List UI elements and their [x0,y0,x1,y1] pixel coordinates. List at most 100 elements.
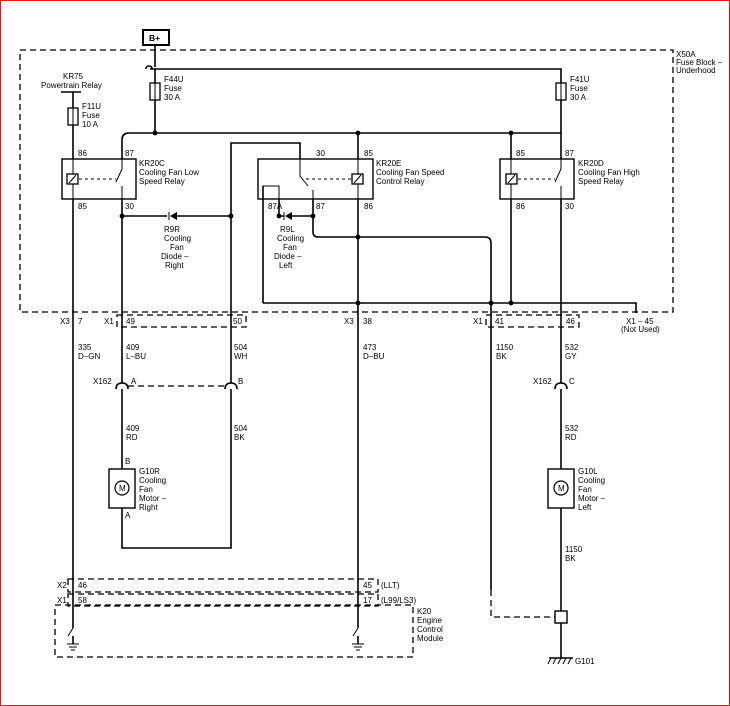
relay-desc: Cooling Fan Speed [376,168,445,177]
wire-circuit: 532 [565,424,579,433]
connector-pin: 41 [495,317,504,326]
relay-name: KR20C [139,159,165,168]
diode-desc: Cooling [164,234,191,243]
fuse-name: F44U [164,75,184,84]
motor-desc: Cooling [139,476,166,485]
wire-color: RD [565,433,577,442]
relay-pin: 85 [516,149,525,158]
wire-color: BK [234,433,245,442]
ecm-desc: Engine [417,616,442,625]
relay-pin: 30 [565,202,574,211]
ecm-desc: Control [417,625,443,634]
wire-circuit: 409 [126,343,140,352]
relay-kr20e: 30 85 87A 87 86 KR20E Cooling Fan Speed … [257,149,445,211]
wire-circuit: 1150 [496,343,514,352]
relay-desc: Cooling Fan Low [139,168,199,177]
relay-pin: 85 [364,149,373,158]
fuse-rating: 30 A [164,93,181,102]
relay-pin: 87 [316,202,325,211]
fuse-block-name: X50A [676,50,696,59]
fuse-name: F11U [82,102,101,111]
ground-icon [547,657,572,665]
motor-desc: Motor – [139,494,167,503]
relay-name: KR20D [578,159,604,168]
splice-dot [228,213,234,219]
fuse-rating: 30 A [570,93,587,102]
relay-name: KR20E [376,159,401,168]
relay-pin: 86 [364,202,373,211]
ecm-driver-left [67,627,79,651]
relay-87-feed-wire [121,132,155,159]
connector-pin: 46 [566,317,575,326]
motor-name: G10L [578,467,598,476]
ground-name: G101 [575,657,595,666]
powertrain-relay-desc: Powertrain Relay [41,81,102,90]
diode-desc: Fan [283,243,297,252]
wire-color: WH [234,352,248,361]
motor-g10l: M G10L Cooling Fan Motor – Left [547,467,606,512]
relay-pin: 87A [268,202,283,211]
connector-note: (L99/LS3) [381,596,416,605]
connector-pin: 45 [363,581,372,590]
fuse-block-outline [19,49,674,313]
ecm-connector-x2 [67,578,379,593]
diode-desc: Fan [170,243,184,252]
ecm-desc: Module [417,634,444,643]
motor-desc: Left [578,503,592,512]
wire-circuit: 473 [363,343,377,352]
ecm-driver-right [352,627,364,651]
motor-name: G10R [139,467,160,476]
splice-dot [355,300,361,306]
motor-desc: Right [139,503,158,512]
connector-x162-a [115,382,129,390]
supply-bus-wire [150,68,562,83]
fuse-block-desc: Fuse Block – [676,58,723,67]
relay-pin: 30 [125,202,134,211]
wire-circuit: 504 [234,424,248,433]
connector-x1-49-50 [116,314,247,328]
connector-pin: 38 [363,317,372,326]
relay-kr20d: 85 87 86 30 KR20D Cooling Fan High Speed… [499,149,640,211]
wire-circuit: 1150 [565,545,583,554]
motor-desc: Fan [578,485,592,494]
connector-name: X1 [473,317,483,326]
connector-note: (LLT) [381,581,400,590]
connector-note: (Not Used) [621,325,660,334]
connector-pin: 17 [363,596,372,605]
connector-name: X162 [93,377,112,386]
connector-name: X1 [104,317,114,326]
diode-desc: Diode – [274,252,302,261]
connector-name: X2 [57,581,67,590]
motor-g10r: M B A G10R Cooling Fan Motor – Right [108,457,167,520]
connector-pin: 49 [126,317,135,326]
connector-pin: 7 [78,317,83,326]
relay-pin: 87 [125,149,134,158]
diode-r9r: R9R Cooling Fan Diode – Right [161,212,191,270]
relay-pin: 86 [78,149,87,158]
splice-symbol [145,65,153,70]
connector-x162-b [224,382,238,390]
relay-kr20c: 86 87 85 30 KR20C Cooling Fan Low Speed … [61,149,199,211]
diode-desc: Left [279,261,293,270]
wire-color: GY [565,352,577,361]
ground-bus-wire [263,302,637,313]
diode-r9l: R9L Cooling Fan Diode – Left [274,212,304,270]
battery-supply-label: B+ [149,33,160,43]
connector-pin: 58 [78,596,87,605]
connector-pin: A [131,377,137,386]
ecm-name: K20 [417,607,432,616]
connector-pin: B [238,377,243,386]
wire-circuit: 532 [565,343,579,352]
motor-desc: Cooling [578,476,605,485]
motor-symbol: M [119,484,126,493]
diode-name: R9L [280,225,295,234]
wire-1150 [312,199,492,590]
wire-circuit: 409 [126,424,140,433]
splice-dot [488,300,494,306]
connector-x162-c [554,382,568,390]
splice-dot [310,213,316,219]
connector-name: X3 [60,317,70,326]
wire-color: D–BU [363,352,385,361]
relay-87a-wire [262,186,280,303]
splice-dot [508,130,514,136]
